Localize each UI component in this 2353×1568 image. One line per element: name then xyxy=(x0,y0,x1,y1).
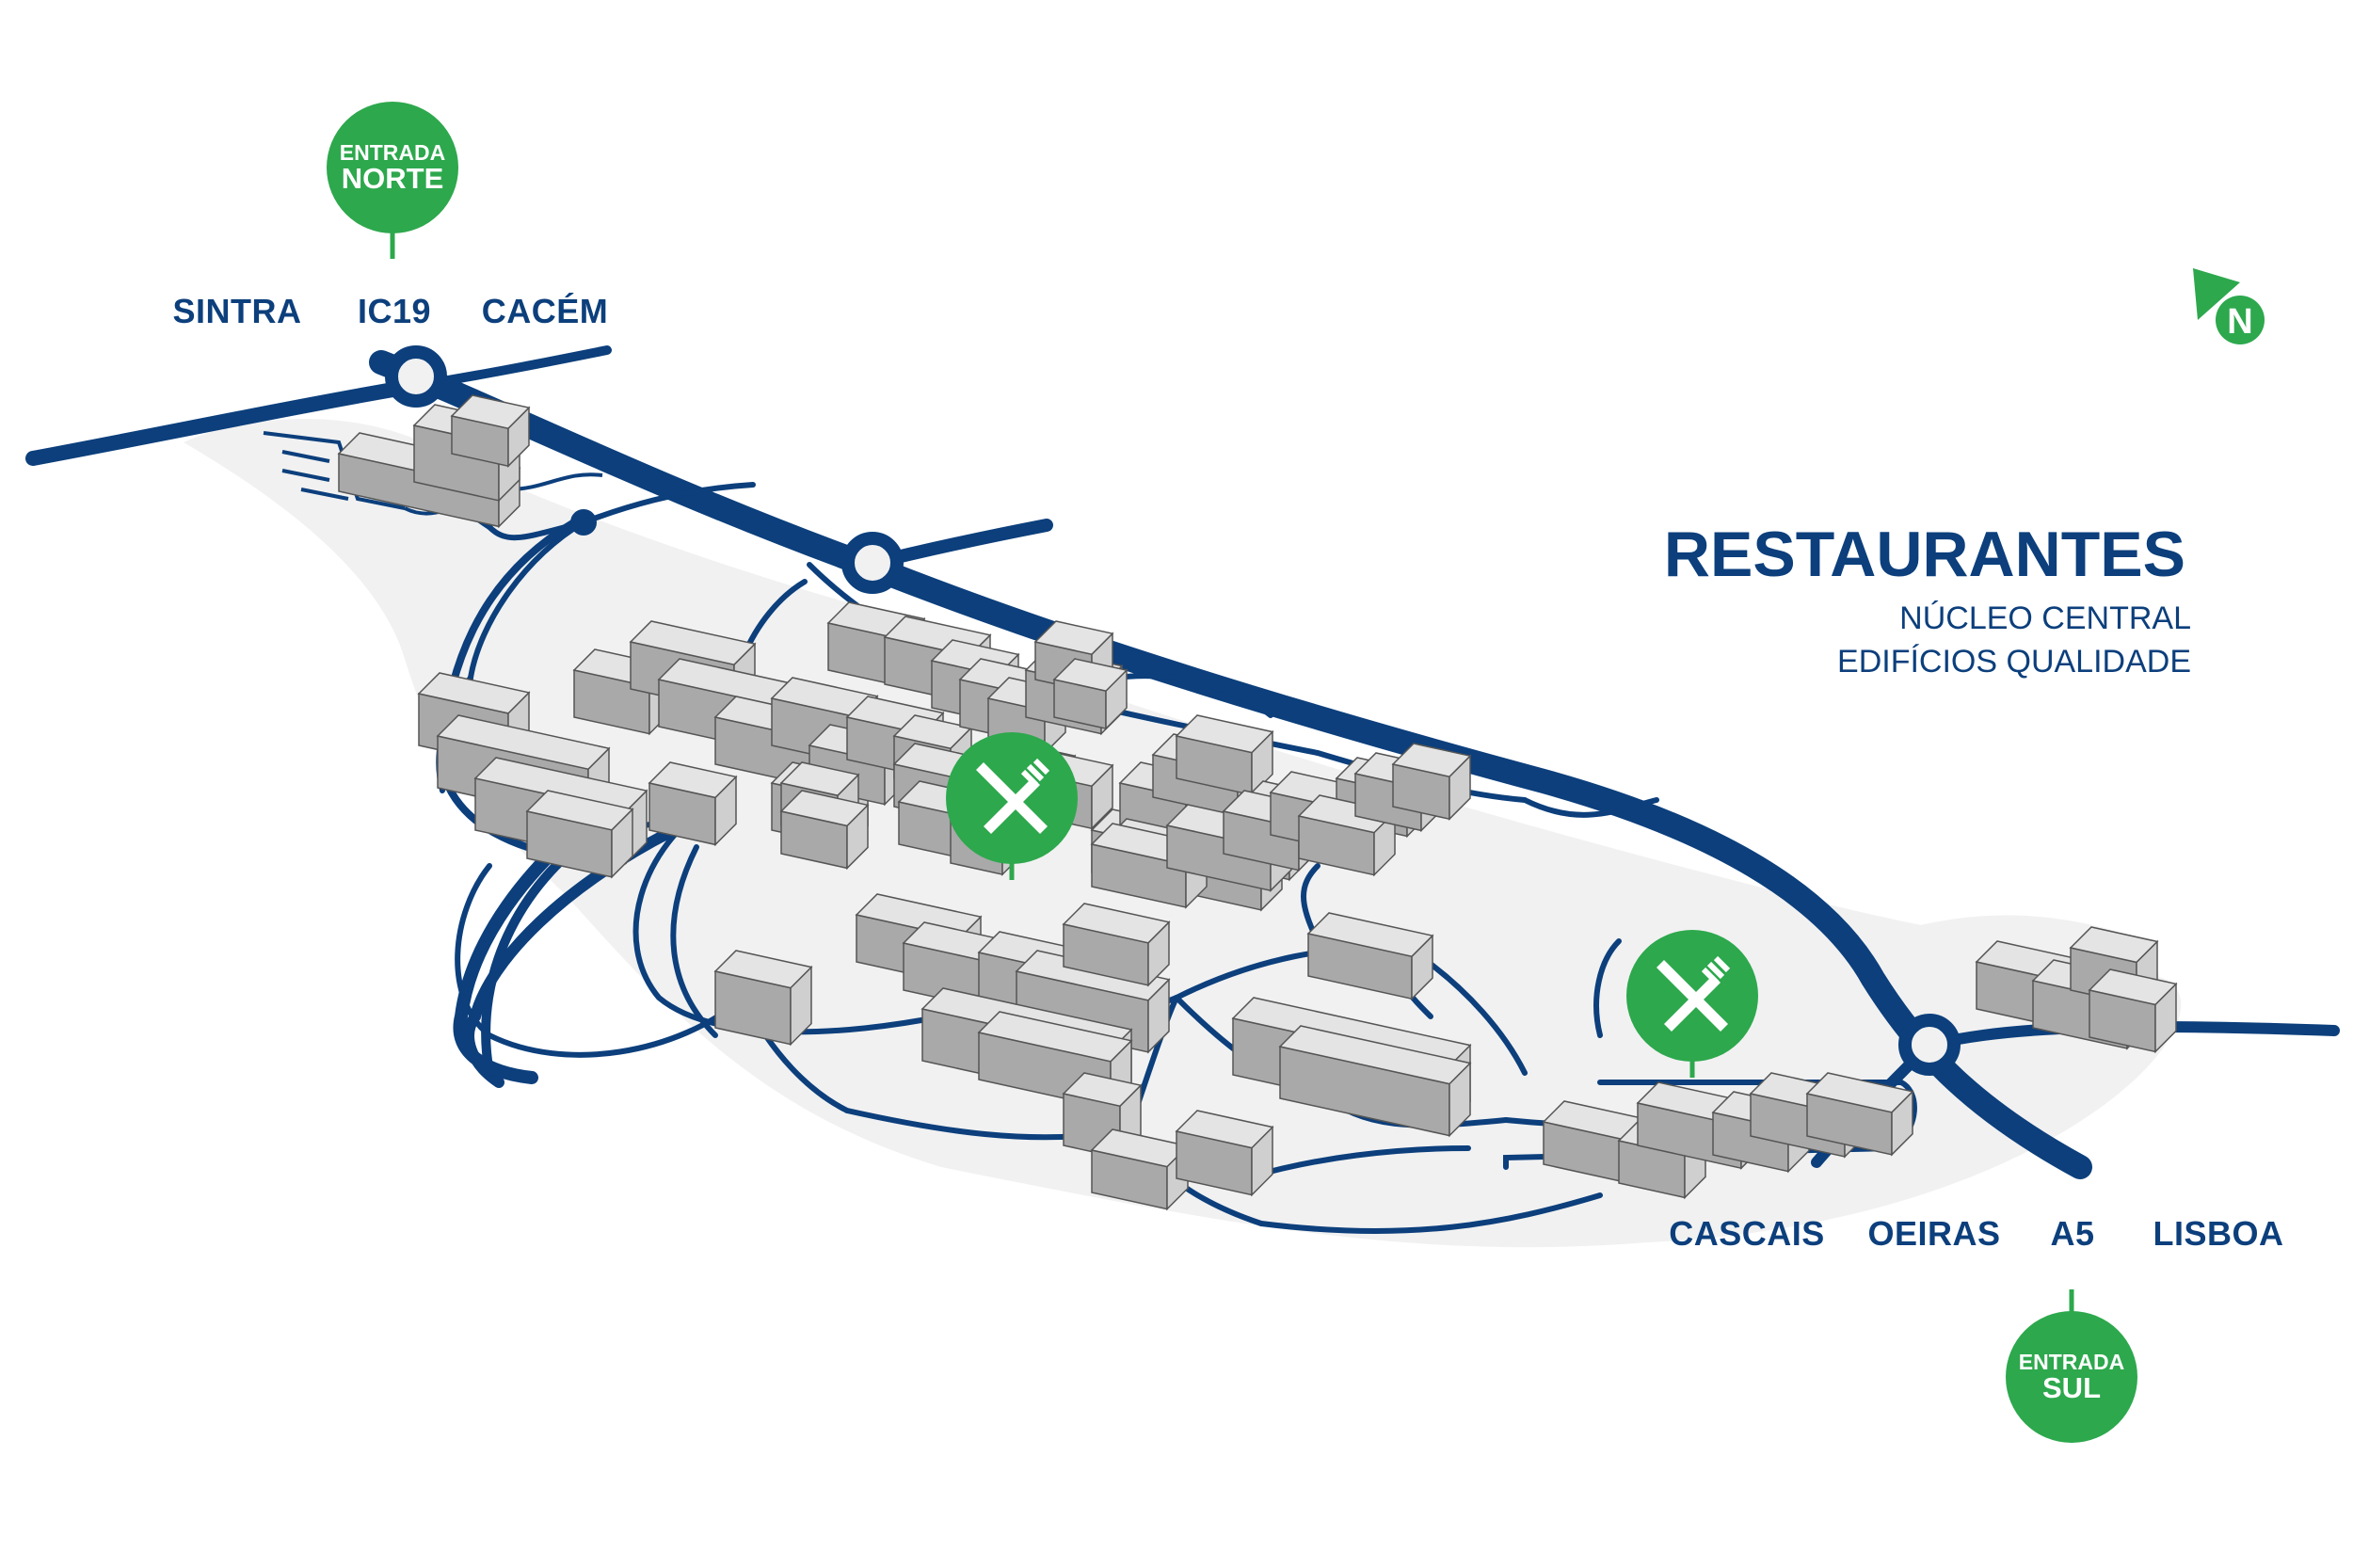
building-24 xyxy=(1033,620,1114,695)
map-subtitle-line2: EDIFÍCIOS QUALIDADE xyxy=(1837,644,2191,680)
building-72 xyxy=(2088,968,2178,1054)
compass-arrow-icon xyxy=(2193,268,2240,320)
destination-sintra: SINTRA xyxy=(172,292,302,330)
destination-cacem: CACÉM xyxy=(481,292,609,330)
restaurant-marker-central[interactable] xyxy=(946,732,1078,880)
building-34 xyxy=(1175,714,1274,797)
north-entrance-line2: NORTE xyxy=(341,161,444,195)
building-48 xyxy=(779,790,870,871)
north-entrance-badge[interactable]: ENTRADA NORTE xyxy=(327,102,458,233)
destination-cascais: CASCAIS xyxy=(1669,1214,1825,1253)
destination-lisboa: LISBOA xyxy=(2153,1214,2284,1253)
building-13 xyxy=(648,761,738,847)
building-46 xyxy=(1391,743,1472,822)
building-57 xyxy=(1306,912,1434,1001)
building-44 xyxy=(1297,794,1397,877)
building-68 xyxy=(1805,1072,1914,1157)
highway xyxy=(25,345,2340,1179)
destination-ic19: IC19 xyxy=(357,292,432,330)
building-25 xyxy=(1052,658,1128,730)
building-60 xyxy=(1175,1110,1274,1197)
buildings-layer xyxy=(337,394,2178,1211)
building-7 xyxy=(525,790,634,879)
building-56 xyxy=(713,950,813,1047)
north-compass: N xyxy=(2193,268,2265,344)
fork-knife-icon xyxy=(1657,955,1731,1032)
building-59 xyxy=(1090,1128,1190,1211)
map-subtitle-line1: NÚCLEO CENTRAL xyxy=(1899,600,2191,636)
building-3 xyxy=(450,394,531,469)
roundabouts xyxy=(385,345,1961,1076)
restaurant-marker-quality[interactable] xyxy=(1626,930,1758,1078)
map-title: RESTAURANTES xyxy=(1663,519,2185,590)
destination-a5: A5 xyxy=(2050,1214,2095,1253)
building-62 xyxy=(1278,1025,1472,1138)
south-entrance-line1: ENTRADA xyxy=(2018,1349,2125,1374)
building-53 xyxy=(1062,903,1171,987)
fork-knife-icon xyxy=(976,758,1050,834)
compass-letter: N xyxy=(2227,302,2252,342)
compass-badge xyxy=(2216,296,2265,344)
north-entrance-line1: ENTRADA xyxy=(339,139,446,165)
destination-oeiras: OEIRAS xyxy=(1867,1214,2001,1253)
south-entrance-badge[interactable]: ENTRADA SUL xyxy=(2006,1311,2137,1443)
south-entrance-line2: SUL xyxy=(2042,1370,2101,1404)
